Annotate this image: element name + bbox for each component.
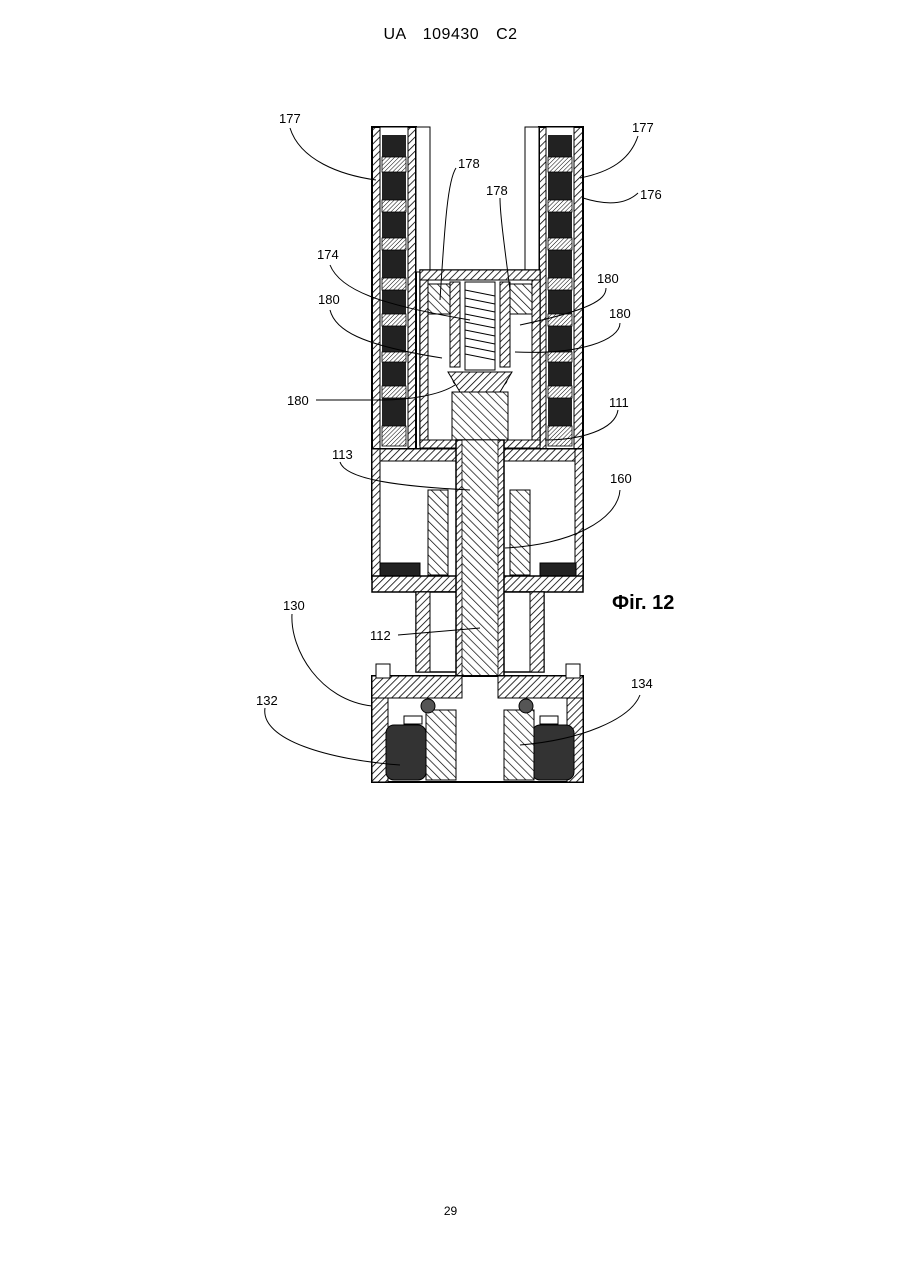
label-178-left: 178 bbox=[458, 156, 480, 171]
label-180-right: 180 bbox=[609, 306, 631, 321]
page-number: 29 bbox=[0, 1204, 901, 1218]
label-174: 174 bbox=[317, 247, 339, 262]
label-132: 132 bbox=[256, 693, 278, 708]
label-177-left: 177 bbox=[279, 111, 301, 126]
label-160: 160 bbox=[610, 471, 632, 486]
label-113: 113 bbox=[332, 447, 353, 462]
label-112: 112 bbox=[370, 628, 391, 643]
central-cup-assembly bbox=[420, 270, 540, 448]
label-180-left: 180 bbox=[318, 292, 340, 307]
label-178-right: 178 bbox=[486, 183, 508, 198]
label-180-upper-right: 180 bbox=[597, 271, 619, 286]
label-134: 134 bbox=[631, 676, 653, 691]
label-176: 176 bbox=[640, 187, 662, 202]
figure-caption: Фіг. 12 bbox=[612, 592, 674, 615]
base-block bbox=[372, 664, 583, 782]
label-111: 111 bbox=[609, 395, 629, 410]
label-180-lower-left: 180 bbox=[287, 393, 309, 408]
label-130: 130 bbox=[283, 598, 305, 613]
label-177-right: 177 bbox=[632, 120, 654, 135]
